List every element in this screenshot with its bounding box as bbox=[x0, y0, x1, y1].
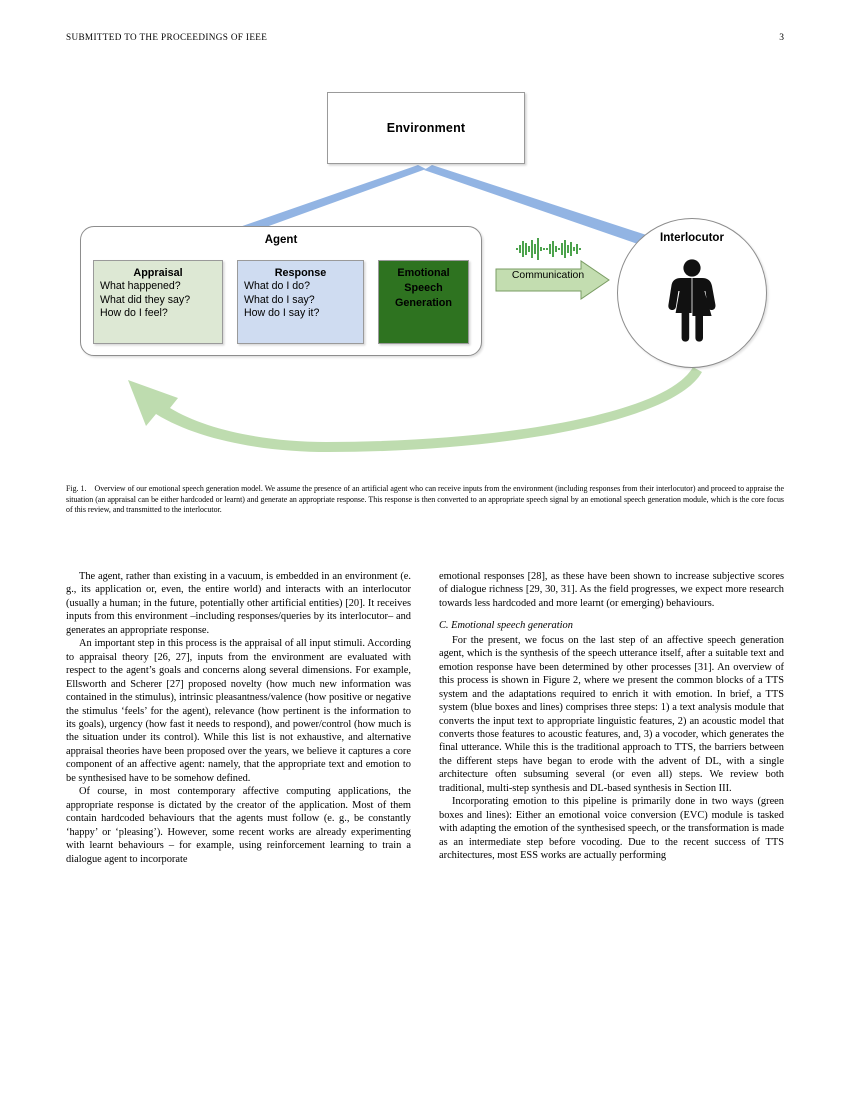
interlocutor-label: Interlocutor bbox=[660, 232, 724, 244]
environment-label: Environment bbox=[386, 121, 466, 135]
esg-title-line-3: Generation bbox=[395, 297, 452, 309]
caption-text: Overview of our emotional speech generat… bbox=[66, 484, 785, 515]
figure-1: Environment Agent Appraisal What happene… bbox=[66, 70, 784, 470]
left-paragraph-3: Of course, in most contemporary affectiv… bbox=[66, 786, 411, 865]
subsection-heading: C. Emotional speech generation bbox=[439, 620, 573, 632]
right-column: emotional responses [28], as these have … bbox=[439, 570, 784, 1070]
appraisal-line-2: What did they say? bbox=[100, 293, 191, 306]
interlocutor-circle: Interlocutor bbox=[617, 218, 767, 368]
agent-label: Agent bbox=[264, 234, 298, 246]
person-icon bbox=[668, 259, 716, 342]
running-header: SUBMITTED TO THE PROCEEDINGS OF IEEE 3 bbox=[66, 32, 784, 43]
emotional-speech-generation-box: Emotional Speech Generation bbox=[378, 260, 469, 344]
response-title: Response bbox=[274, 267, 327, 279]
body-columns: The agent, rather than existing in a vac… bbox=[66, 570, 784, 1070]
page-number: 3 bbox=[779, 33, 784, 43]
appraisal-line-1: What happened? bbox=[100, 280, 181, 292]
appraisal-box: Appraisal What happened? What did they s… bbox=[93, 260, 223, 344]
esg-title-line-1: Emotional bbox=[397, 267, 450, 279]
left-paragraph-2: An important step in this process is the… bbox=[66, 638, 411, 784]
appraisal-title: Appraisal bbox=[133, 267, 183, 279]
environment-box: Environment bbox=[327, 92, 525, 164]
response-line-3: How do I say it? bbox=[244, 307, 320, 320]
arrow-interlocutor-to-agent bbox=[128, 367, 702, 452]
figure-caption: Fig. 1. Overview of our emotional speech… bbox=[66, 484, 784, 516]
response-line-2: What do I say? bbox=[244, 293, 315, 306]
agent-container: Agent Appraisal What happened? What did … bbox=[80, 226, 482, 356]
response-line-1: What do I do? bbox=[244, 280, 310, 292]
response-box: Response What do I do? What do I say? Ho… bbox=[237, 260, 364, 344]
caption-label: Fig. 1. bbox=[66, 484, 87, 493]
communication-label: Communication bbox=[511, 270, 585, 281]
arrow-environment-to-interlocutor bbox=[424, 165, 694, 284]
left-paragraph-1: The agent, rather than existing in a vac… bbox=[66, 571, 411, 636]
right-paragraph-continuation: emotional responses [28], as these have … bbox=[439, 571, 784, 609]
communication-arrow bbox=[495, 260, 610, 300]
header-title: SUBMITTED TO THE PROCEEDINGS OF IEEE bbox=[66, 32, 268, 42]
right-paragraph-1: For the present, we focus on the last st… bbox=[439, 634, 784, 794]
appraisal-line-3: How do I feel? bbox=[100, 307, 168, 320]
right-paragraph-2: Incorporating emotion to this pipeline i… bbox=[439, 796, 784, 862]
audio-waveform-icon bbox=[516, 238, 581, 260]
left-column: The agent, rather than existing in a vac… bbox=[66, 570, 411, 1070]
esg-title-line-2: Speech bbox=[404, 282, 443, 294]
